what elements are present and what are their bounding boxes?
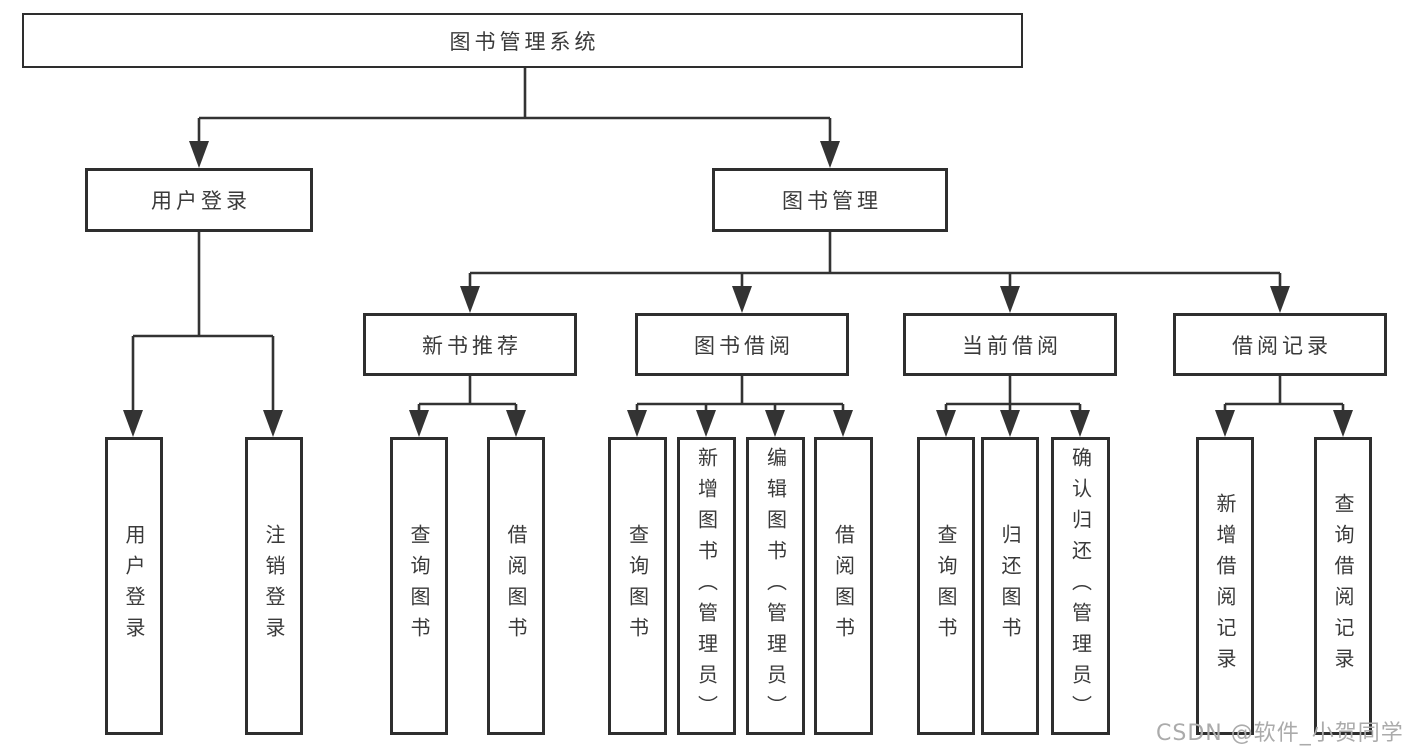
- connector-root-to-level2: [189, 68, 840, 168]
- node-book-borrow: 图书借阅: [635, 313, 849, 376]
- node-label: 确认归还（管理员）: [1068, 446, 1093, 726]
- node-label: 新增图书（管理员）: [694, 446, 719, 726]
- node-label: 归还图书: [998, 524, 1022, 648]
- node-label: 图书管理: [782, 189, 882, 213]
- node-label: 用户登录: [122, 524, 146, 648]
- node-label: 注销登录: [262, 524, 286, 648]
- node-label: 查询图书: [407, 524, 431, 648]
- node-borrow-books: 借阅图书: [487, 437, 545, 735]
- node-user-login-leaf: 用户登录: [105, 437, 163, 735]
- node-query-books: 查询图书: [917, 437, 975, 735]
- connector-current-borrow-to-leaves: [936, 376, 1090, 437]
- node-library-management-system: 图书管理系统: [22, 13, 1023, 68]
- node-confirm-return-admin: 确认归还（管理员）: [1051, 437, 1110, 735]
- connector-book-borrow-to-leaves: [627, 376, 853, 437]
- node-label: 借阅图书: [831, 524, 856, 648]
- node-label: 借阅记录: [1232, 333, 1332, 358]
- node-user-login: 用户登录: [85, 168, 313, 232]
- connector-user-login-to-leaves: [123, 232, 283, 437]
- node-label: 编辑图书（管理员）: [763, 446, 788, 726]
- node-label: 当前借阅: [962, 333, 1062, 358]
- node-query-books: 查询图书: [608, 437, 667, 735]
- node-label: 新书推荐: [422, 333, 522, 358]
- node-query-borrow-record: 查询借阅记录: [1314, 437, 1372, 735]
- connector-book-management-to-level3: [460, 232, 1290, 313]
- node-logout: 注销登录: [245, 437, 303, 735]
- connector-new-book-to-leaves: [409, 376, 526, 437]
- node-label: 图书借阅: [694, 333, 794, 358]
- node-label: 查询借阅记录: [1331, 493, 1355, 679]
- node-edit-book-admin: 编辑图书（管理员）: [746, 437, 805, 735]
- node-borrow-records: 借阅记录: [1173, 313, 1387, 376]
- csdn-watermark: CSDN @软件_小贺同学: [1156, 721, 1404, 746]
- node-label: 查询图书: [625, 524, 650, 648]
- node-current-borrow: 当前借阅: [903, 313, 1117, 376]
- node-new-book-recommend: 新书推荐: [363, 313, 577, 376]
- node-label: 借阅图书: [504, 524, 528, 648]
- node-label: 用户登录: [151, 189, 251, 213]
- node-label: 新增借阅记录: [1213, 493, 1237, 679]
- node-borrow-books: 借阅图书: [814, 437, 873, 735]
- node-label: 图书管理系统: [449, 29, 600, 54]
- node-add-book-admin: 新增图书（管理员）: [677, 437, 736, 735]
- node-return-book: 归还图书: [981, 437, 1039, 735]
- connector-borrow-records-to-leaves: [1215, 376, 1353, 437]
- node-label: 查询图书: [934, 524, 958, 648]
- node-book-management: 图书管理: [712, 168, 948, 232]
- node-add-borrow-record: 新增借阅记录: [1196, 437, 1254, 735]
- node-query-books: 查询图书: [390, 437, 448, 735]
